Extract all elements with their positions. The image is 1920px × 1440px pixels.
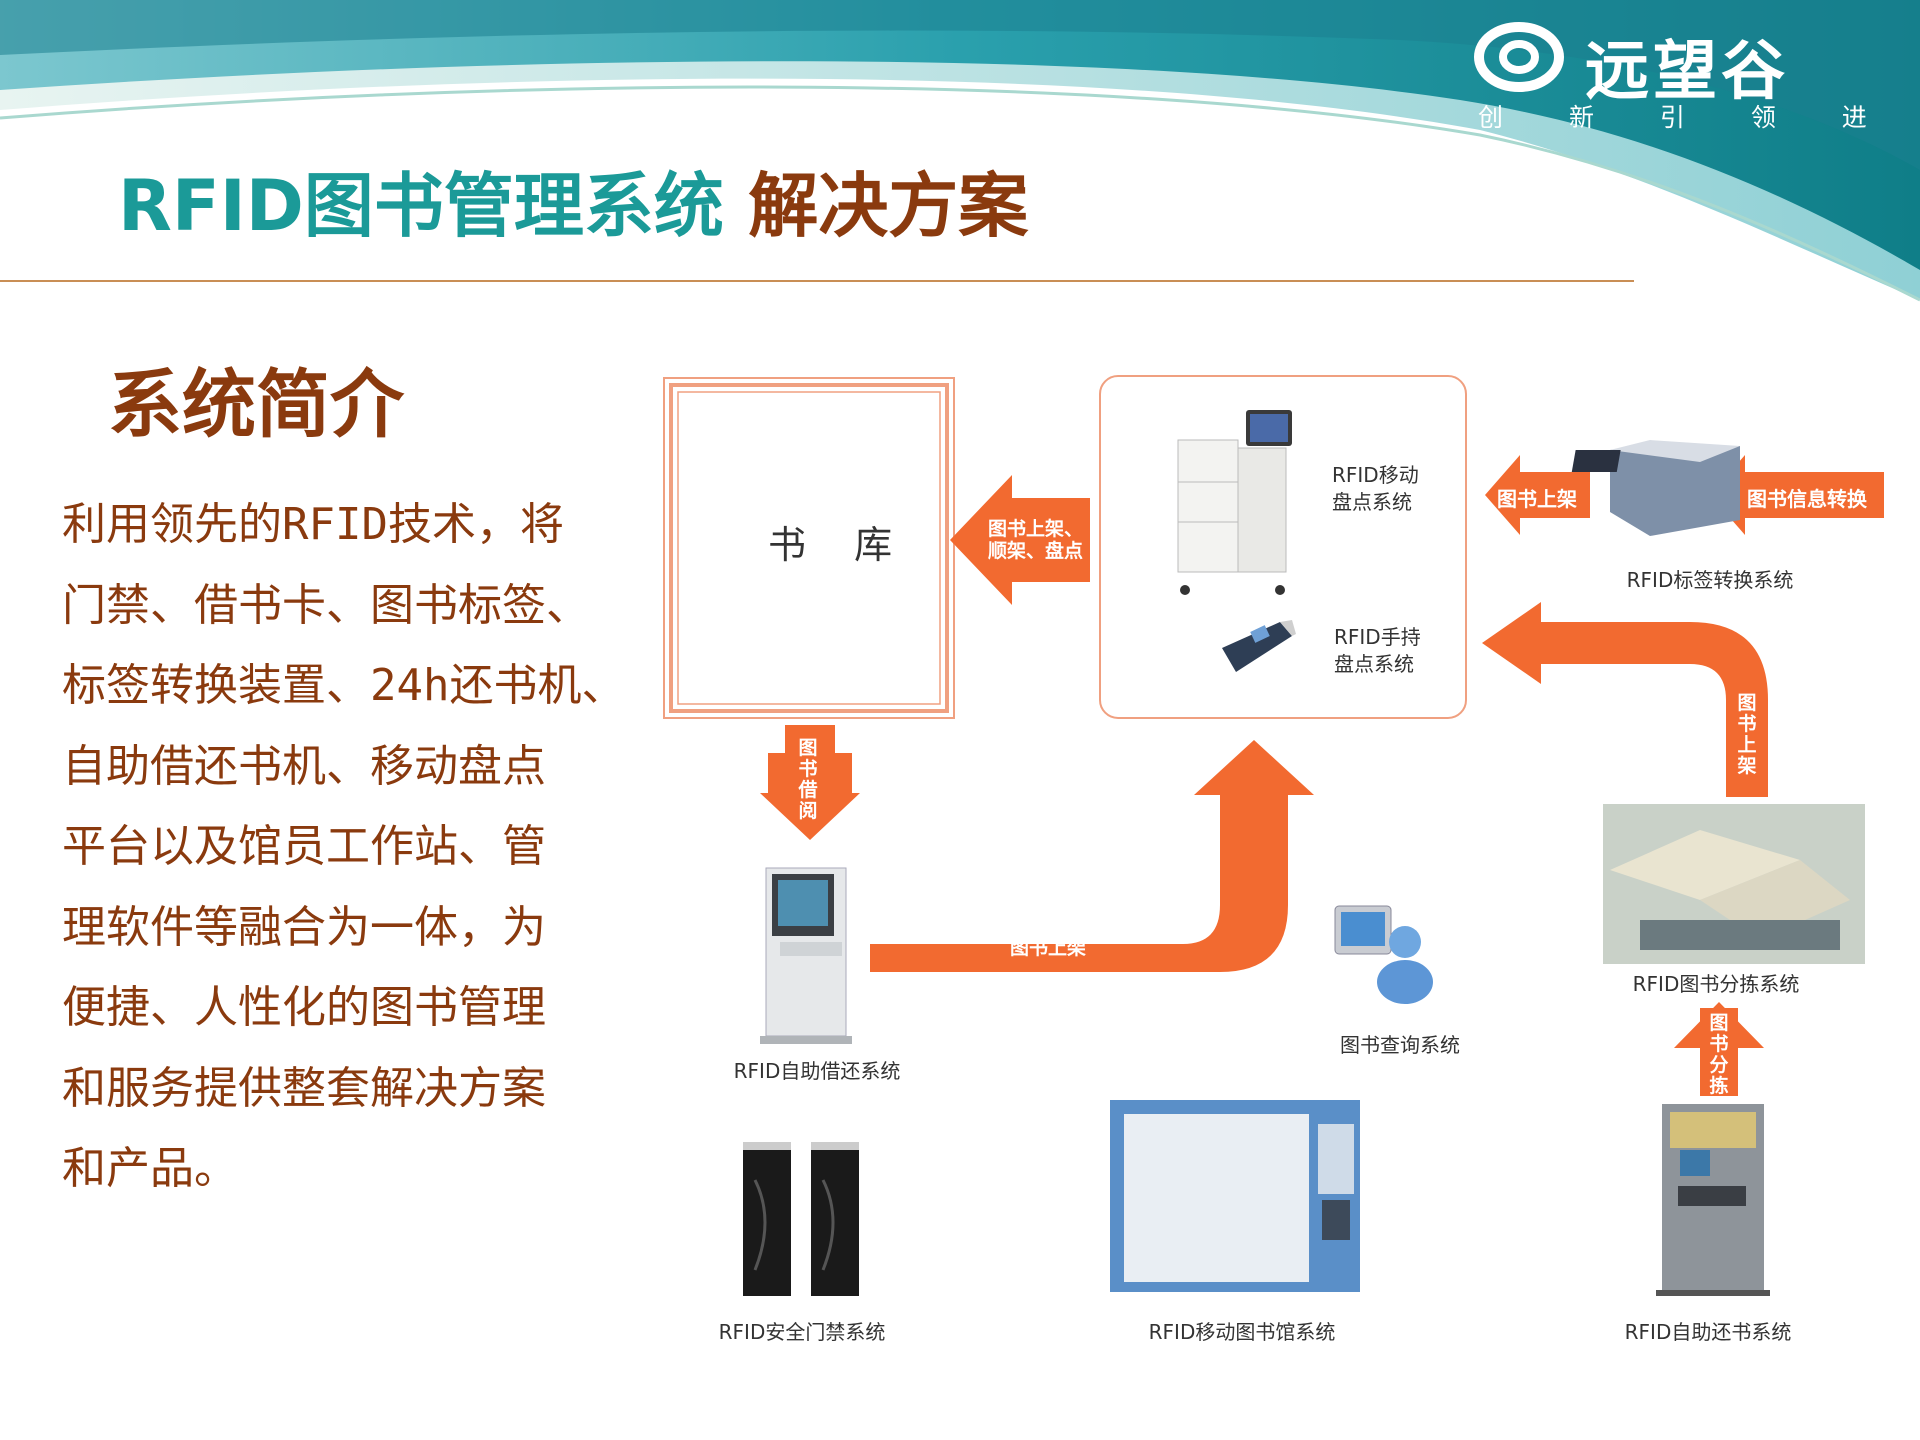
intro-line: 和服务提供整套解决方案 (62, 1062, 546, 1114)
title-part2: 解决方案 (748, 165, 1029, 247)
tag-converter-icon (1571, 440, 1740, 536)
label-self-borrow-return: RFID自助借还系统 (733, 1059, 901, 1083)
arrow-label-info-convert: 图书信息转换 (1747, 487, 1867, 511)
handheld-reader-icon (1222, 620, 1296, 672)
mobile-library-icon (1110, 1100, 1360, 1292)
query-workstation-icon (1334, 905, 1433, 1004)
arrow-info-convert (1710, 455, 1884, 535)
intro-line: 门禁、借书卡、图书标签、 (62, 579, 590, 631)
arrow-label-shelve-bottom: 图书上架 (1010, 937, 1087, 959)
warehouse-box (663, 377, 955, 719)
borrow-kiosk-icon (760, 867, 852, 1044)
intro-line: 和产品。 (62, 1143, 238, 1194)
arrow-borrow (760, 725, 860, 840)
intro-line: 利用领先的RFID技术，将 (62, 499, 564, 550)
arrow-label-borrow: 图书借阅 (798, 737, 818, 822)
label-self-return: RFID自助还书系统 (1624, 1320, 1792, 1344)
intro-line: 便捷、人性化的图书管理 (62, 982, 546, 1033)
arrow-shelve-top (1485, 455, 1590, 535)
arrow-label-sorting: 图书分拣 (1709, 1012, 1729, 1097)
circle-swirl-icon (1474, 22, 1564, 92)
label-mobile-inventory: RFID移动 盘点系统 (1332, 463, 1419, 514)
intro-line: 标签转换装置、24h还书机、 (62, 660, 626, 711)
intro-line: 平台以及馆员工作站、管 (62, 821, 546, 872)
arrow-label-shelve-top: 图书上架 (1497, 487, 1577, 511)
inventory-cart-icon (1177, 410, 1292, 595)
section-title: 系统简介 (108, 362, 404, 448)
arrow-shelve-right (1482, 602, 1768, 797)
intro-paragraph: 利用领先的RFID技术，将 门禁、借书卡、图书标签、 标签转换装置、24h还书机… (62, 485, 652, 1210)
label-tag-conversion: RFID标签转换系统 (1626, 568, 1794, 592)
label-book-sorting: RFID图书分拣系统 (1632, 972, 1800, 996)
intro-line: 理软件等融合为一体，为 (62, 901, 546, 953)
arrow-label-shelve-sort: 图书上架、 顺架、盘点 (988, 518, 1084, 562)
title-part1: RFID图书管理系统 (118, 165, 724, 247)
label-mobile-library: RFID移动图书馆系统 (1148, 1320, 1336, 1344)
label-handheld-inventory: RFID手持 盘点系统 (1334, 625, 1421, 676)
title-divider (0, 280, 1634, 282)
warehouse-label: 书 库 (768, 523, 911, 567)
sorting-machine-icon (1603, 804, 1865, 964)
arrow-sorting-body (1700, 1008, 1738, 1096)
arrow-label-shelve-right: 图书上架 (1737, 692, 1757, 777)
label-book-query: 图书查询系统 (1340, 1033, 1460, 1057)
arrow-shelve-bottom (870, 740, 1314, 972)
return-machine-icon (1656, 1104, 1770, 1296)
intro-line: 自助借还书机、移动盘点 (62, 740, 546, 792)
label-security-gate: RFID安全门禁系统 (718, 1320, 886, 1344)
brand-slogan: 创 新 引 领 进 步 (1478, 103, 1896, 168)
security-gate-icon (743, 1142, 859, 1296)
brand-name: 远望谷 (1585, 35, 1789, 109)
page-title: RFID图书管理系统 解决方案 (118, 150, 1028, 251)
arrow-shelve-sort (950, 475, 1090, 605)
